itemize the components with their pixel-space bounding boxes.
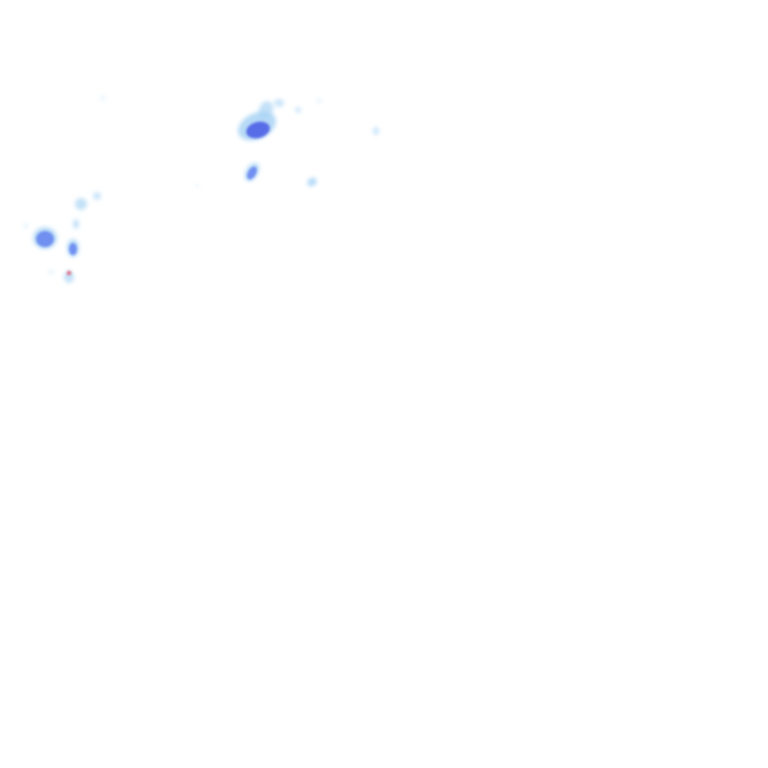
radar-echo-cell-e-core: [69, 243, 77, 255]
radar-echo-speck-1: [274, 99, 284, 107]
radar-echo-cell-e-mid: [73, 219, 79, 229]
radar-echo-cell-c: [307, 177, 317, 187]
radar-echo-speck-7: [49, 270, 53, 274]
radar-echo-cell-a-core: [246, 121, 270, 139]
radar-echo-cell-e-top-2: [93, 192, 101, 200]
radar-echo-speck-6: [195, 184, 199, 188]
radar-echo-speck-5: [101, 96, 105, 100]
radar-echo-cell-e-extreme: [66, 270, 72, 276]
radar-echo-speck-4: [373, 127, 379, 135]
radar-echo-cell-e-bottom: [64, 271, 74, 283]
radar-echo-speck-8: [24, 224, 28, 228]
radar-echo-cell-e-top-1: [75, 198, 87, 210]
radar-echo-cell-d-core: [36, 231, 54, 247]
radar-echo-cell-b-core: [247, 166, 257, 180]
radar-echo-speck-3: [317, 99, 321, 103]
radar-echo-cell-a-tail: [258, 101, 274, 119]
radar-echo-speck-2: [295, 107, 301, 113]
